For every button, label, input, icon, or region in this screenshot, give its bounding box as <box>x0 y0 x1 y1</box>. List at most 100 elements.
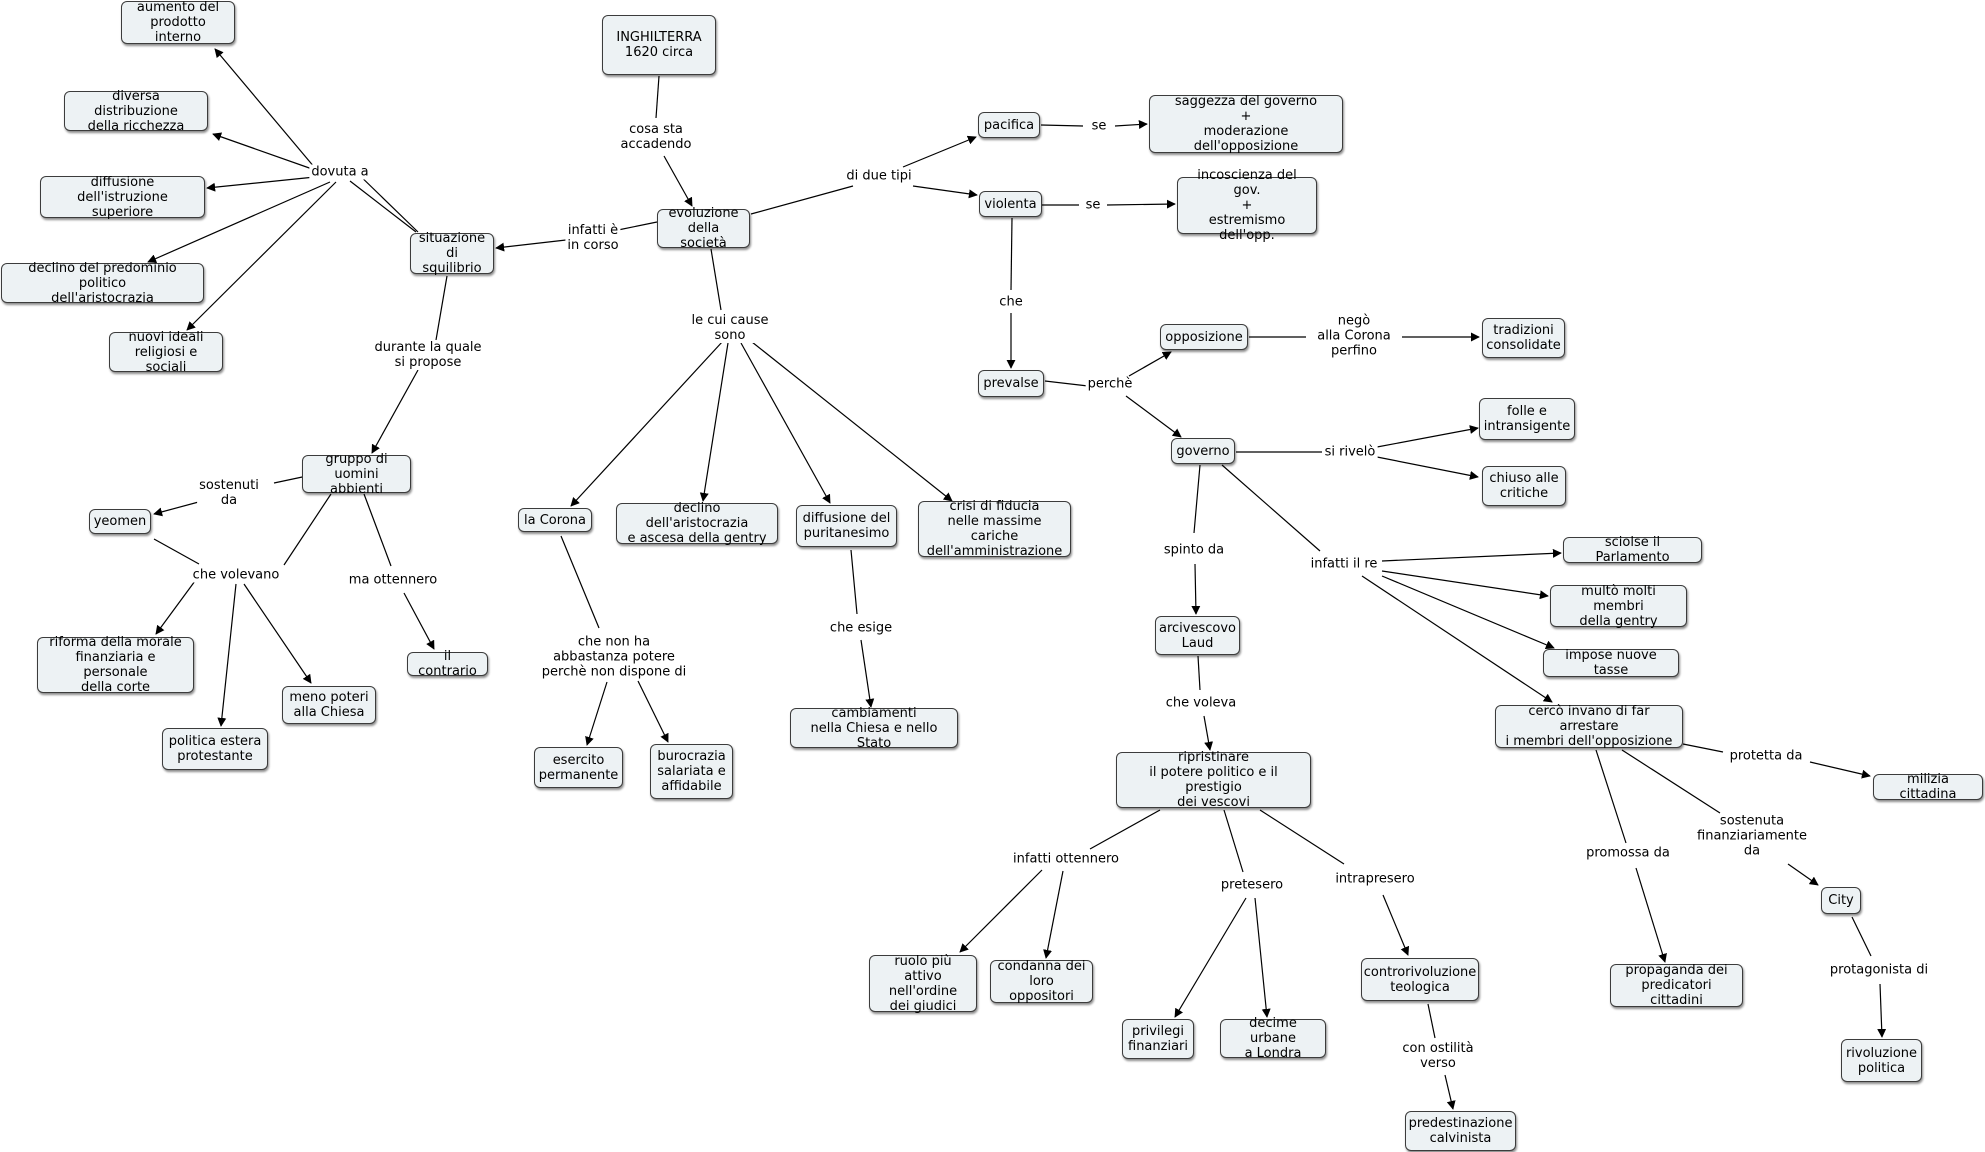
link-ma-ottennero: ma ottennero <box>346 572 440 588</box>
link-infatti-ottennero: infatti ottennero <box>1011 851 1121 867</box>
node-gruppo-abbienti[interactable]: gruppo di uomini abbienti <box>302 452 411 497</box>
connector-arrow <box>403 592 435 650</box>
link-se-violenta: se <box>1083 197 1103 213</box>
node-diffusione-puritanesimo[interactable]: diffusione del puritanesimo <box>796 505 897 547</box>
node-opposizione[interactable]: opposizione <box>1160 324 1248 350</box>
node-decime[interactable]: decime urbane a Londra <box>1220 1016 1326 1061</box>
connector-arrow <box>495 239 567 252</box>
node-evoluzione-societa[interactable]: evoluzione della società <box>657 206 750 251</box>
connector-line <box>1089 809 1161 850</box>
node-la-corona[interactable]: la Corona <box>518 508 592 532</box>
connector-arrow <box>214 48 316 169</box>
link-con-ostilita: con ostilità verso <box>1400 1041 1476 1071</box>
connector-line <box>1621 749 1721 814</box>
node-diversa-distribuzione[interactable]: diversa distribuzione della ricchezza <box>64 89 208 134</box>
connector-arrow <box>912 185 978 199</box>
node-sciolse[interactable]: sciolse il Parlamento <box>1563 535 1702 565</box>
connector-arrow <box>243 583 312 684</box>
node-incoscienza[interactable]: incoscienza del gov. + estremismo dell'o… <box>1177 168 1317 243</box>
node-tradizioni[interactable]: tradizioni consolidate <box>1482 318 1565 358</box>
connector-arrow <box>637 680 669 743</box>
connector-line <box>1044 380 1089 387</box>
node-rivoluzione-politica[interactable]: rivoluzione politica <box>1841 1039 1922 1082</box>
node-prevalse[interactable]: prevalse <box>978 370 1044 397</box>
node-pacifica[interactable]: pacifica <box>978 112 1040 138</box>
node-esercito-permanente[interactable]: esercito permanente <box>534 747 623 788</box>
connector-line <box>1427 1003 1436 1039</box>
link-che-esige: che esige <box>827 620 895 636</box>
link-promossa-da: promossa da <box>1584 845 1672 861</box>
link-che: che <box>997 294 1025 310</box>
connector-line <box>1010 217 1013 291</box>
node-propaganda[interactable]: propaganda dei predicatori cittadini <box>1610 963 1743 1008</box>
node-multo[interactable]: multò molti membri della gentry <box>1550 584 1687 629</box>
connector-line <box>363 493 392 567</box>
node-condanna[interactable]: condanna dei loro oppositori <box>990 959 1093 1004</box>
node-nuovi-ideali[interactable]: nuovi ideali religiosi e sociali <box>109 330 223 375</box>
node-predestinazione[interactable]: predestinazione calvinista <box>1405 1111 1516 1151</box>
node-inghilterra[interactable]: INGHILTERRA 1620 circa <box>602 15 716 75</box>
link-di-due-tipi: di due tipi <box>844 168 914 184</box>
node-riforma-morale[interactable]: riforma della morale finanziaria e perso… <box>37 635 194 695</box>
connector-arrow <box>740 342 831 504</box>
node-meno-poteri[interactable]: meno poteri alla Chiesa <box>282 686 376 724</box>
link-che-volevano: che volevano <box>190 567 282 583</box>
node-folle[interactable]: folle e intransigente <box>1479 398 1575 440</box>
node-politica-estera[interactable]: politica estera protestante <box>162 728 268 770</box>
node-controrivoluzione[interactable]: controrivoluzione teologica <box>1361 958 1479 1001</box>
node-cerco-invano[interactable]: cercò invano di far arrestare i membri d… <box>1495 704 1683 749</box>
node-burocrazia[interactable]: burocrazia salariata e affidabile <box>650 744 733 799</box>
node-declino-aristocrazia[interactable]: declino dell'aristocrazia e ascesa della… <box>616 501 778 546</box>
node-arcivescovo-laud[interactable]: arcivescovo Laud <box>1155 616 1240 655</box>
link-infatti-in-corso: infatti è in corso <box>565 223 621 253</box>
connector-arrow <box>1877 983 1887 1038</box>
connector-line <box>153 538 200 565</box>
node-aumento-prodotto[interactable]: aumento del prodotto interno <box>121 0 235 45</box>
link-pretesero: pretesero <box>1218 877 1286 893</box>
connector-arrow <box>1361 575 1553 703</box>
node-situazione-squilibrio[interactable]: situazione di squilibrio <box>410 231 494 276</box>
node-cambiamenti[interactable]: cambiamenti nella Chiesa e nello Stato <box>790 706 958 751</box>
connector-arrow <box>585 681 608 746</box>
connector-arrow <box>1381 548 1562 562</box>
connector-line <box>1682 743 1724 753</box>
node-governo[interactable]: governo <box>1171 438 1235 464</box>
link-che-voleva: che voleva <box>1163 695 1239 711</box>
node-crisi-fiducia[interactable]: crisi di fiducia nelle massime cariche d… <box>918 499 1071 559</box>
connector-arrow <box>1376 456 1479 480</box>
node-declino-predominio[interactable]: declino del predominio politico dell'ari… <box>1 261 204 306</box>
node-saggezza[interactable]: saggezza del governo + moderazione dell'… <box>1149 94 1343 154</box>
connector-line <box>349 180 417 233</box>
connector-arrow <box>1376 425 1479 448</box>
link-sostenuta-finanziariamente: sostenuta finanziariamente da <box>1695 813 1809 859</box>
connector-arrow <box>1787 863 1819 886</box>
node-il-contrario[interactable]: il contrario <box>407 649 488 679</box>
connector-line <box>850 549 858 615</box>
link-se-pacifica: se <box>1089 118 1109 134</box>
node-impose[interactable]: impose nuove tasse <box>1543 648 1679 678</box>
connector-line <box>710 248 722 311</box>
link-dovuta-a: dovuta a <box>309 164 371 180</box>
node-diffusione-istruzione[interactable]: diffusione dell'istruzione superiore <box>40 175 205 220</box>
connector-arrow <box>1106 199 1176 209</box>
node-city[interactable]: City <box>1821 887 1861 914</box>
node-privilegi[interactable]: privilegi finanziari <box>1122 1019 1194 1059</box>
connector-line <box>1259 809 1345 865</box>
connector-arrow <box>1382 894 1410 956</box>
connector-arrow <box>860 639 875 708</box>
link-durante-la-quale: durante la quale si propose <box>372 340 484 370</box>
node-yeomen[interactable]: yeomen <box>89 509 151 534</box>
connector-arrow <box>1174 897 1247 1018</box>
node-ripristinare[interactable]: ripristinare il potere politico e il pre… <box>1116 750 1311 810</box>
node-chiuso[interactable]: chiuso alle critiche <box>1482 466 1566 506</box>
node-ruolo-giudici[interactable]: ruolo più attivo nell'ordine dei giudici <box>869 954 977 1014</box>
connector-arrow <box>902 135 977 168</box>
link-protagonista-di: protagonista di <box>1827 962 1931 978</box>
node-violenta[interactable]: violenta <box>979 191 1042 217</box>
connector-arrow <box>371 369 419 454</box>
node-milizia[interactable]: milizia cittadina <box>1873 772 1983 802</box>
connector-arrow <box>1203 715 1214 751</box>
connector-arrow <box>155 580 196 635</box>
